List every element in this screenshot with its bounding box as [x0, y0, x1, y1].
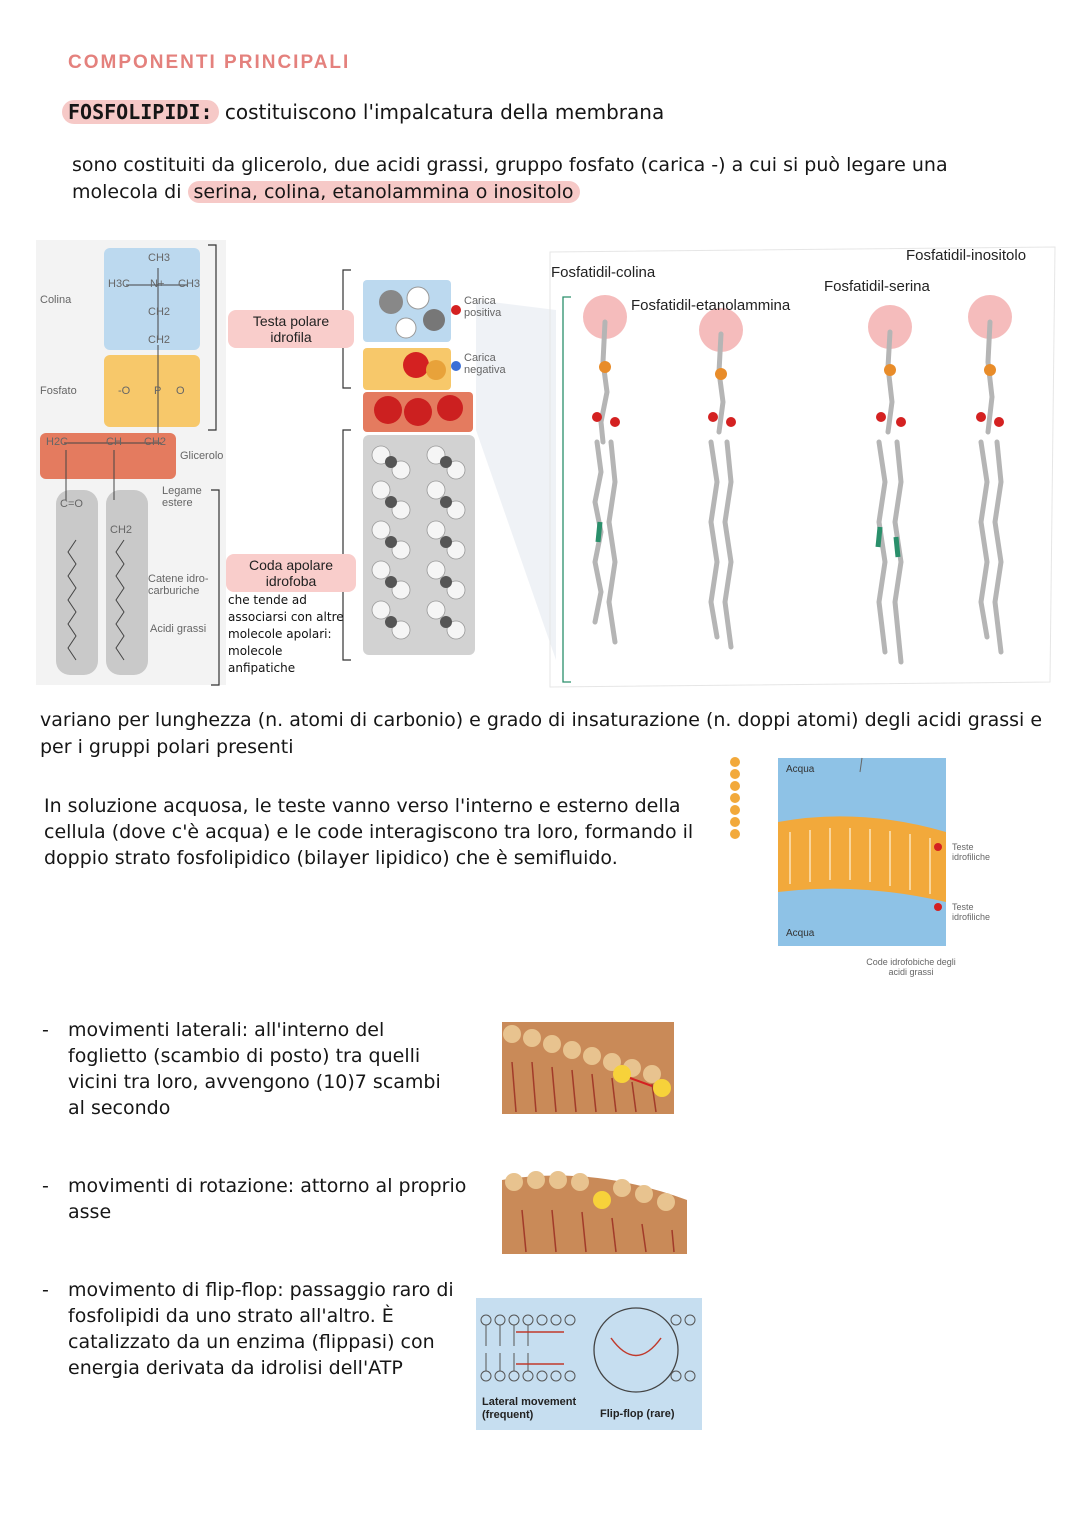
flipflop-movement-image: Lateral movement (frequent) Flip-flop (r…: [476, 1298, 702, 1430]
rotation-diagram: [502, 1171, 687, 1254]
section-heading: COMPONENTI PRINCIPALI: [68, 52, 351, 73]
chem-ch3-top: CH3: [148, 252, 171, 264]
composition-text: sono costituiti da glicerolo, due acidi …: [72, 154, 948, 203]
bullet-dash: -: [42, 1279, 49, 1301]
chem-ch2-d: CH2: [110, 524, 133, 536]
composition-paragraph: sono costituiti da glicerolo, due acidi …: [72, 152, 972, 206]
chem-o-double: O: [176, 385, 185, 397]
variant-inositolo-label: Fosfatidil-inositolo: [906, 247, 1027, 264]
bilayer-code: Code idrofobiche degli acidi grassi: [866, 957, 956, 977]
composition-highlight: serina, colina, etanolammina o inositolo: [187, 181, 580, 203]
chem-ch3-right: CH3: [178, 278, 201, 290]
label-carica-positiva: Carica positiva: [464, 295, 502, 319]
bilayer-teste-top: Teste idrofiliche: [952, 842, 991, 862]
bilayer-paragraph: In soluzione acquosa, le teste vanno ver…: [44, 795, 694, 869]
movement-flipflop-text: movimento di flip-flop: passaggio raro d…: [68, 1279, 454, 1379]
chem-ch2-a: CH2: [148, 306, 171, 318]
phospholipid-term: FOSFOLIPIDI:: [62, 100, 219, 124]
movement-rotation-text: movimenti di rotazione: attorno al propr…: [68, 1175, 467, 1223]
variant-serina-label: Fosfatidil-serina: [824, 278, 930, 295]
variation-paragraph: variano per lunghezza (n. atomi di carbo…: [40, 709, 1043, 758]
flipflop-diagram: [476, 1298, 702, 1430]
bilayer-acqua-top: Acqua: [786, 764, 815, 775]
chem-n: N+: [150, 278, 165, 290]
bilayer-figure: Acqua Acqua Teste idrofiliche Teste idro…: [720, 752, 1020, 987]
label-catene: Catene idro- carburiche: [148, 573, 209, 597]
bilayer-diagram: [730, 757, 946, 946]
variant-etanolammina-label: Fosfatidil-etanolammina: [631, 297, 791, 314]
bullet-dash: -: [42, 1019, 49, 1041]
movement-lateral-text: movimenti laterali: all'interno del fogl…: [68, 1019, 441, 1119]
chem-h3c: H3C: [108, 278, 131, 290]
flipflop-rare-label: Flip-flop (rare): [600, 1408, 675, 1420]
phospholipid-definition: FOSFOLIPIDI: costituiscono l'impalcatura…: [62, 100, 664, 124]
chem-ch2-c: CH2: [144, 436, 167, 448]
pill-polar-head: Testa polare idrofila: [228, 310, 354, 348]
structure-diagram: [36, 240, 556, 686]
variant-colina-label: Fosfatidil-colina: [551, 264, 656, 281]
label-legame-estere: Legame estere: [162, 485, 202, 509]
rotation-movement-image: [502, 1170, 687, 1254]
chem-ch: CH: [106, 436, 122, 448]
label-colina: Colina: [40, 294, 72, 306]
label-acidi-grassi: Acidi grassi: [150, 623, 207, 635]
bullet-dash: -: [42, 1175, 49, 1197]
label-carica-negativa: Carica negativa: [464, 352, 506, 376]
movement-flipflop: - movimento di flip-flop: passaggio raro…: [42, 1277, 458, 1381]
phospholipid-variants-figure: Fosfatidil-colina Fosfatidil-etanolammin…: [545, 242, 1065, 692]
tail-note: che tende ad associarsi con altre moleco…: [228, 593, 344, 675]
chem-c-o: C=O: [60, 498, 83, 510]
chem-p: P: [154, 385, 162, 397]
movement-rotation: - movimenti di rotazione: attorno al pro…: [42, 1173, 468, 1225]
bilayer-acqua-bottom: Acqua: [786, 928, 815, 939]
label-fosfato: Fosfato: [40, 385, 77, 397]
label-glicerolo: Glicerolo: [180, 450, 224, 462]
lateral-diagram: [502, 1022, 674, 1114]
chem-o-minus: -O: [118, 385, 131, 397]
flipflop-lateral-label: Lateral movement (frequent): [482, 1396, 577, 1421]
movement-lateral: - movimenti laterali: all'interno del fo…: [42, 1017, 448, 1121]
chem-h2c: H2C: [46, 436, 69, 448]
chem-ch2-b: CH2: [148, 334, 171, 346]
pill-apolar-tail: Coda apolare idrofoba: [226, 554, 356, 592]
variants-diagram: [549, 246, 1056, 688]
phospholipid-definition-text: costituiscono l'impalcatura della membra…: [218, 100, 665, 124]
bilayer-teste-bottom: Teste idrofiliche: [952, 902, 991, 922]
lateral-movement-image: [502, 1022, 674, 1114]
phospholipid-structure-figure: CH3 H3C N+ CH3 CH2 CH2 -O P O H2C CH CH2…: [36, 240, 556, 700]
